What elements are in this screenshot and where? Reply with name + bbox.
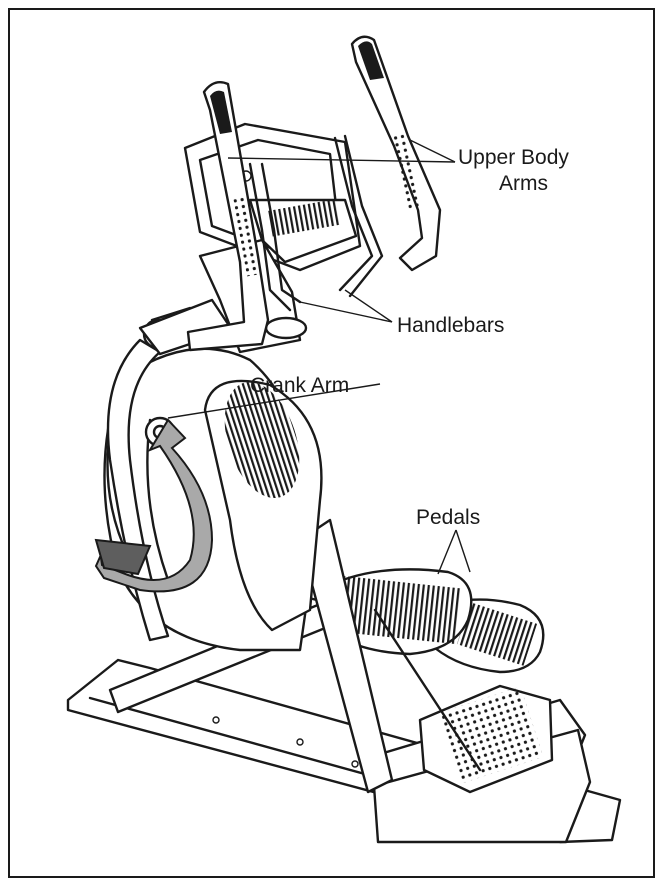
crank-arm-label: Crank Arm	[250, 374, 349, 397]
console	[185, 124, 360, 270]
pedals-label: Pedals	[416, 506, 480, 529]
upper-body-arms-label-line1: Upper Body	[458, 146, 569, 169]
handlebars-label: Handlebars	[397, 314, 504, 337]
upper-body-arms-label-line2: Arms	[499, 172, 548, 195]
